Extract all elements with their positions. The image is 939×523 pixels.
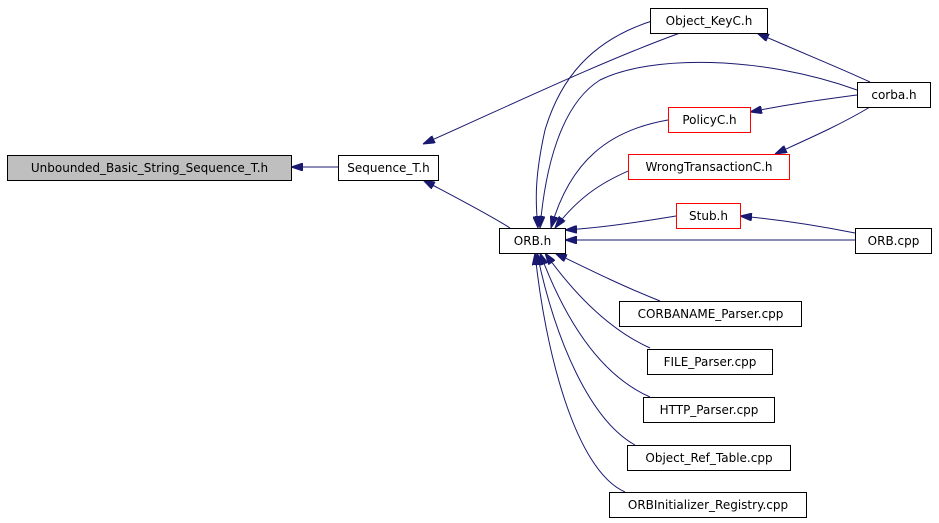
node-http-parser[interactable]: HTTP_Parser.cpp bbox=[643, 397, 775, 423]
edge-object-ref-table-to-orb-h bbox=[537, 253, 636, 446]
node-box bbox=[857, 82, 931, 108]
edge-file-parser-to-orb-h bbox=[545, 253, 651, 349]
edge-orb-h-to-sequence-t bbox=[423, 180, 511, 229]
node-object-ref-table[interactable]: Object_Ref_Table.cpp bbox=[627, 445, 791, 471]
edge-arrow bbox=[423, 180, 511, 229]
node-stub[interactable]: Stub.h bbox=[676, 203, 741, 229]
node-label: Object_KeyC.h bbox=[666, 14, 753, 28]
edge-arrow bbox=[551, 119, 669, 228]
edge-arrow bbox=[775, 106, 871, 154]
edge-corbaname-parser-to-orb-h bbox=[555, 253, 661, 302]
edge-object-keyc-to-orb-h bbox=[536, 19, 656, 228]
node-orbinitializer-registry[interactable]: ORBInitializer_Registry.cpp bbox=[609, 492, 807, 518]
node-label: Stub.h bbox=[689, 209, 728, 223]
node-box bbox=[628, 154, 790, 180]
edge-arrow bbox=[565, 215, 677, 230]
node-box bbox=[7, 155, 292, 181]
node-label: corba.h bbox=[871, 88, 916, 102]
edge-corba-to-orb-h bbox=[540, 61, 858, 228]
node-policyc[interactable]: PolicyC.h bbox=[668, 107, 751, 133]
edge-arrow bbox=[740, 216, 856, 234]
node-box bbox=[338, 155, 439, 181]
node-box bbox=[668, 107, 751, 133]
edge-corba-to-object-keyc bbox=[757, 33, 871, 83]
edge-policyc-to-orb-h bbox=[551, 119, 669, 228]
node-label: Sequence_T.h bbox=[347, 161, 430, 175]
node-label: PolicyC.h bbox=[682, 113, 736, 127]
edge-arrow bbox=[423, 32, 681, 144]
edge-arrow bbox=[555, 165, 641, 228]
edge-arrow bbox=[545, 253, 651, 349]
edge-arrow bbox=[536, 19, 656, 228]
node-wrongtransactionc[interactable]: WrongTransactionC.h bbox=[628, 154, 790, 180]
edge-arrow bbox=[540, 61, 858, 228]
node-label: Unbounded_Basic_String_Sequence_T.h bbox=[31, 161, 268, 175]
edge-stub-to-orb-h bbox=[565, 215, 677, 230]
node-label: FILE_Parser.cpp bbox=[664, 355, 757, 369]
edge-arrow bbox=[757, 33, 871, 83]
node-corbaname-parser[interactable]: CORBANAME_Parser.cpp bbox=[619, 301, 802, 327]
node-object-keyc[interactable]: Object_KeyC.h bbox=[650, 8, 768, 34]
node-label: Object_Ref_Table.cpp bbox=[645, 451, 772, 465]
node-label: ORB.h bbox=[514, 234, 551, 248]
edge-object-keyc-to-sequence-t bbox=[423, 32, 681, 144]
nodes-layer: Unbounded_Basic_String_Sequence_T.h Seque… bbox=[7, 8, 932, 518]
node-label: ORB.cpp bbox=[868, 234, 920, 248]
node-box bbox=[855, 228, 932, 254]
node-label: HTTP_Parser.cpp bbox=[660, 403, 759, 417]
node-box bbox=[627, 445, 791, 471]
edge-orb-cpp-to-stub bbox=[740, 216, 856, 234]
node-corba[interactable]: corba.h bbox=[857, 82, 931, 108]
node-box bbox=[499, 228, 566, 254]
node-box bbox=[647, 349, 773, 375]
edge-arrow bbox=[750, 94, 858, 112]
edge-orbinitializer-registry-to-orb-h bbox=[535, 253, 626, 493]
edge-arrow bbox=[540, 253, 651, 398]
node-orb-h[interactable]: ORB.h bbox=[499, 228, 566, 254]
node-label: CORBANAME_Parser.cpp bbox=[638, 307, 784, 321]
edge-corba-to-policyc bbox=[750, 94, 858, 112]
node-label: WrongTransactionC.h bbox=[645, 160, 772, 174]
edge-wrongtransactionc-to-orb-h bbox=[555, 165, 641, 228]
edge-corba-to-wrongtransactionc bbox=[775, 106, 871, 154]
edge-arrow bbox=[537, 253, 636, 446]
node-box bbox=[619, 301, 802, 327]
node-box bbox=[650, 8, 768, 34]
edge-arrow bbox=[555, 253, 661, 302]
node-sequence-t[interactable]: Sequence_T.h bbox=[338, 155, 439, 181]
node-box bbox=[609, 492, 807, 518]
edge-arrow bbox=[535, 253, 626, 493]
edge-http-parser-to-orb-h bbox=[540, 253, 651, 398]
node-box bbox=[676, 203, 741, 229]
node-unbounded[interactable]: Unbounded_Basic_String_Sequence_T.h bbox=[7, 155, 292, 181]
node-label: ORBInitializer_Registry.cpp bbox=[628, 498, 788, 512]
node-box bbox=[643, 397, 775, 423]
node-orb-cpp[interactable]: ORB.cpp bbox=[855, 228, 932, 254]
edges-layer bbox=[291, 19, 871, 493]
node-file-parser[interactable]: FILE_Parser.cpp bbox=[647, 349, 773, 375]
